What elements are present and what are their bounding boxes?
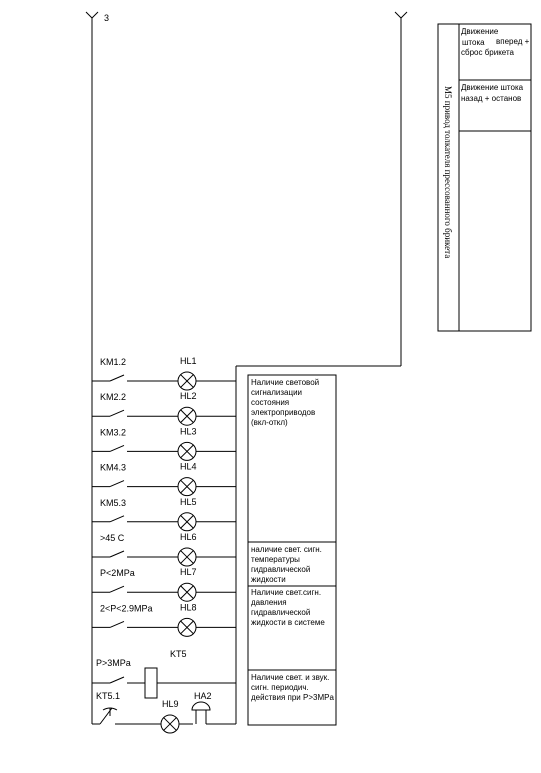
lamp-cross <box>180 515 194 529</box>
note-overpressure: Наличие свет. и звук. сигн. периодич. де… <box>251 673 334 703</box>
contact-label: 2<P<2.9MPa <box>100 603 153 613</box>
side-row1-line3: сброс брикета <box>461 48 514 57</box>
note-line: гидравлической <box>251 565 311 574</box>
note-line: жидкости <box>251 575 286 584</box>
lamp-label: HL6 <box>180 532 197 542</box>
side-table <box>437 23 532 332</box>
contact-label: P<2MPa <box>100 568 135 578</box>
lamp-label: HL3 <box>180 426 197 436</box>
lamp-cross <box>180 374 194 388</box>
contact-label: >45 C <box>100 533 125 543</box>
lamp-label: HL1 <box>180 356 197 366</box>
rung: KM1.2 HL1 <box>92 356 236 391</box>
relay-coil <box>144 667 158 699</box>
lamp-label: HL5 <box>180 497 197 507</box>
bus-label: 3 <box>104 13 109 23</box>
side-row1-line1: Движение <box>461 27 499 36</box>
contact-label: KM3.2 <box>100 427 126 437</box>
contact-label: KM5.3 <box>100 498 126 508</box>
horn-icon <box>191 701 211 711</box>
contact-label: KM2.2 <box>100 392 126 402</box>
lamp-label: HL4 <box>180 462 197 472</box>
contact-switch <box>109 585 125 593</box>
side-panel-vertical-label: M5 привод толкателя прессованного брикет… <box>443 86 453 259</box>
contact-switch <box>109 374 125 382</box>
coil-label: KT5 <box>170 649 187 659</box>
note-line: состояния <box>251 398 290 407</box>
right-bus <box>235 11 408 724</box>
lamp-label: HL7 <box>180 567 197 577</box>
contact-switch <box>109 676 125 684</box>
lamp-label: HL8 <box>180 602 197 612</box>
lamp-cross <box>180 444 194 459</box>
note-lamp-status: Наличие световой сигнализации состояния … <box>251 378 319 428</box>
lamp-label: HL9 <box>162 699 179 709</box>
contact-label: P>3MPa <box>96 658 131 668</box>
note-line: Наличие свет. и звук. <box>251 673 330 682</box>
lamp-label: HL2 <box>180 391 197 401</box>
side-row1-line2b: вперед + <box>496 37 530 46</box>
horn-label: HA2 <box>194 691 212 701</box>
lamp-cross <box>180 585 194 599</box>
side-row2-line1: Движение штока <box>461 83 524 92</box>
rung: 2<P<2.9MPa HL8 <box>92 602 236 637</box>
note-pressure: Наличие свет.сигн. давления гидравлическ… <box>251 588 325 628</box>
note-line: сигн. периодич. <box>251 683 309 692</box>
note-line: сигнализации <box>251 388 303 397</box>
note-line: (вкл-откл) <box>251 418 288 427</box>
lamp-cross <box>180 479 194 494</box>
rung: KM5.3 HL5 <box>92 497 236 532</box>
note-line: Наличие световой <box>251 378 320 387</box>
rung: P<2MPa HL7 <box>92 567 236 602</box>
note-line: наличие свет. сигн. <box>251 545 322 554</box>
note-line: гидравлической <box>251 608 311 617</box>
contact-label: KT5.1 <box>96 691 120 701</box>
contact-switch <box>109 515 125 523</box>
rung: >45 C HL6 <box>92 532 236 567</box>
contact-switch <box>109 480 125 488</box>
lamp-cross <box>180 620 194 635</box>
side-row1-line2: штока <box>462 38 485 47</box>
lamp-cross <box>180 550 194 564</box>
side-row2-line2: назад + останов <box>461 94 522 103</box>
note-line: действия при P>3MPa <box>251 693 334 702</box>
contact-switch <box>109 620 125 628</box>
note-boxes <box>247 374 337 726</box>
contact-label: KM1.2 <box>100 357 126 367</box>
note-temperature: наличие свет. сигн. температуры гидравли… <box>251 545 322 585</box>
rung: KM3.2 HL3 <box>92 426 236 461</box>
relay-rung: P>3MPa KT5 <box>92 649 236 699</box>
note-line: жидкости в системе <box>251 618 325 627</box>
contact-switch <box>109 444 125 452</box>
rung: KM2.2 HL2 <box>92 391 236 426</box>
note-line: давления <box>251 598 287 607</box>
contact-label: KM4.3 <box>100 463 126 473</box>
note-line: Наличие свет.сигн. <box>251 588 322 597</box>
contact-switch <box>109 409 125 417</box>
rung: KM4.3 HL4 <box>92 462 236 497</box>
note-line: температуры <box>251 555 300 564</box>
contact-switch <box>109 550 125 558</box>
left-bus: 3 <box>85 11 109 724</box>
note-line: электроприводов <box>251 408 316 417</box>
lamp-cross <box>180 409 194 423</box>
lamp-cross <box>163 717 177 731</box>
